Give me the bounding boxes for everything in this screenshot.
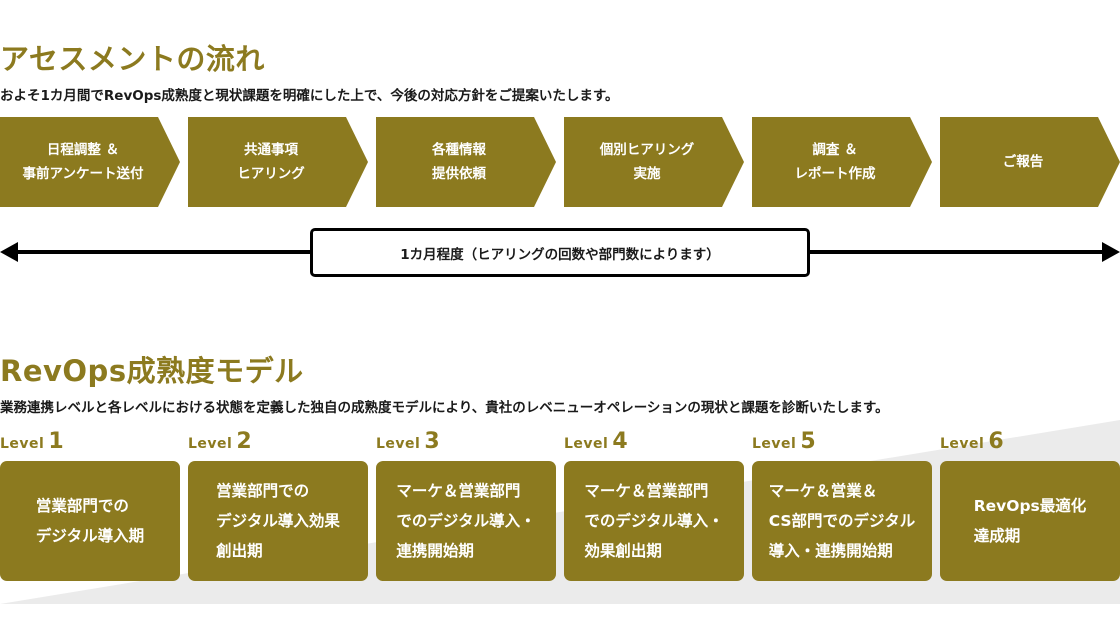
flow-step: 共通事項 ヒアリング xyxy=(188,117,368,207)
level-word: Level xyxy=(188,436,233,452)
flow-step-label: ご報告 xyxy=(1002,154,1044,170)
level-word: Level xyxy=(564,436,609,452)
level-description: マーケ＆営業部門 でのデジタル導入・ 効果創出期 xyxy=(584,482,724,560)
flow-step-label: 調査 ＆ レポート作成 xyxy=(794,142,876,182)
flow-step: 各種情報 提供依頼 xyxy=(376,117,556,207)
assessment-title: アセスメントの流れ xyxy=(0,42,265,76)
flow-step-label: 個別ヒアリング 実施 xyxy=(599,142,695,182)
level-card: 営業部門での デジタル導入期 xyxy=(0,461,180,581)
level-description: 営業部門での デジタル導入効果 創出期 xyxy=(216,482,340,560)
level-card: マーケ＆営業部門 でのデジタル導入・ 連携開始期 xyxy=(376,461,556,581)
arrow-left-icon xyxy=(0,242,18,262)
level-number: 3 xyxy=(424,429,440,454)
arrow-right-icon xyxy=(1102,242,1120,262)
level-number: 2 xyxy=(236,429,252,454)
level-word: Level xyxy=(376,436,421,452)
level-word: Level xyxy=(940,436,985,452)
level-card: マーケ＆営業＆ CS部門でのデジタル 導入・連携開始期 xyxy=(752,461,932,581)
maturity-description: 業務連携レベルと各レベルにおける状態を定義した独自の成熟度モデルにより、貴社のレ… xyxy=(0,400,889,416)
flow-step-label: 各種情報 提供依頼 xyxy=(432,142,486,182)
level-description: 営業部門での デジタル導入期 xyxy=(35,497,145,545)
assessment-flow: 日程調整 ＆ 事前アンケート送付 共通事項 ヒアリング 各種情報 提供依頼 個別… xyxy=(0,117,1120,207)
flow-step: 日程調整 ＆ 事前アンケート送付 xyxy=(0,117,180,207)
level-card: 営業部門での デジタル導入効果 創出期 xyxy=(188,461,368,581)
duration-label: 1カ月程度（ヒアリングの回数や部門数によります） xyxy=(310,228,810,277)
level-description: RevOps最適化 達成期 xyxy=(973,497,1087,545)
level-description: マーケ＆営業＆ CS部門でのデジタル 導入・連携開始期 xyxy=(768,482,916,560)
flow-step-label: 共通事項 ヒアリング xyxy=(237,142,305,182)
flow-step-label: 日程調整 ＆ 事前アンケート送付 xyxy=(22,142,144,182)
level-number: 5 xyxy=(800,429,816,454)
flow-step: 個別ヒアリング 実施 xyxy=(564,117,744,207)
level-card: マーケ＆営業部門 でのデジタル導入・ 効果創出期 xyxy=(564,461,744,581)
flow-step: 調査 ＆ レポート作成 xyxy=(752,117,932,207)
flow-step: ご報告 xyxy=(940,117,1120,207)
assessment-description: およそ1カ月間でRevOps成熟度と現状課題を明確にした上で、今後の対応方針をご… xyxy=(0,88,619,104)
level-number: 4 xyxy=(612,429,628,454)
maturity-title: RevOps成熟度モデル xyxy=(0,354,304,388)
level-card: RevOps最適化 達成期 xyxy=(940,461,1120,581)
level-number: 6 xyxy=(988,429,1004,454)
level-word: Level xyxy=(752,436,797,452)
level-description: マーケ＆営業部門 でのデジタル導入・ 連携開始期 xyxy=(396,482,536,560)
level-number: 1 xyxy=(48,429,64,454)
level-word: Level xyxy=(0,436,45,452)
